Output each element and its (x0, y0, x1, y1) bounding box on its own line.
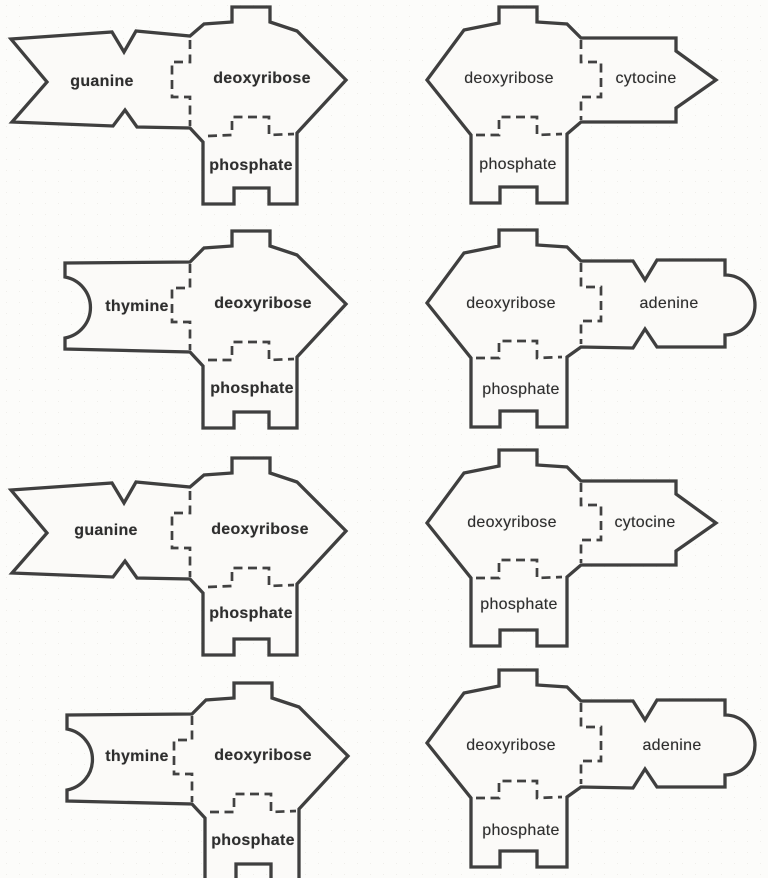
unit-row4-left (65, 681, 350, 878)
phosphate-label: phosphate (210, 380, 294, 397)
phosphate-label: phosphate (479, 156, 557, 173)
phosphate-label: phosphate (482, 381, 560, 398)
base-label: thymine (105, 298, 169, 315)
base-label: guanine (74, 522, 138, 539)
sugar-label: deoxyribose (467, 514, 557, 531)
unit-row2-left (63, 229, 348, 430)
phosphate-label: phosphate (209, 605, 293, 622)
base-label: adenine (642, 737, 702, 754)
sugar-label: deoxyribose (466, 737, 556, 754)
base-label: cytocine (615, 70, 677, 87)
sugar-label: deoxyribose (214, 295, 312, 312)
unit-row3-right (425, 448, 718, 648)
sugar-label: deoxyribose (464, 70, 554, 87)
unit-row4-right (425, 668, 757, 869)
base-label: thymine (105, 748, 169, 765)
sugar-label: deoxyribose (466, 295, 556, 312)
unit-row3-left (9, 456, 348, 657)
unit-row1-left (9, 5, 348, 206)
sugar-label: deoxyribose (211, 521, 309, 538)
unit-row1-right (425, 5, 718, 205)
base-label: adenine (639, 295, 699, 312)
phosphate-label: phosphate (480, 596, 558, 613)
phosphate-label: phosphate (482, 822, 560, 839)
sugar-label: deoxyribose (213, 70, 311, 87)
unit-row2-right (425, 228, 757, 429)
sugar-label: deoxyribose (214, 747, 312, 764)
base-label: guanine (70, 73, 134, 90)
phosphate-label: phosphate (209, 157, 293, 174)
phosphate-label: phosphate (211, 832, 295, 849)
base-label: cytocine (614, 514, 676, 531)
